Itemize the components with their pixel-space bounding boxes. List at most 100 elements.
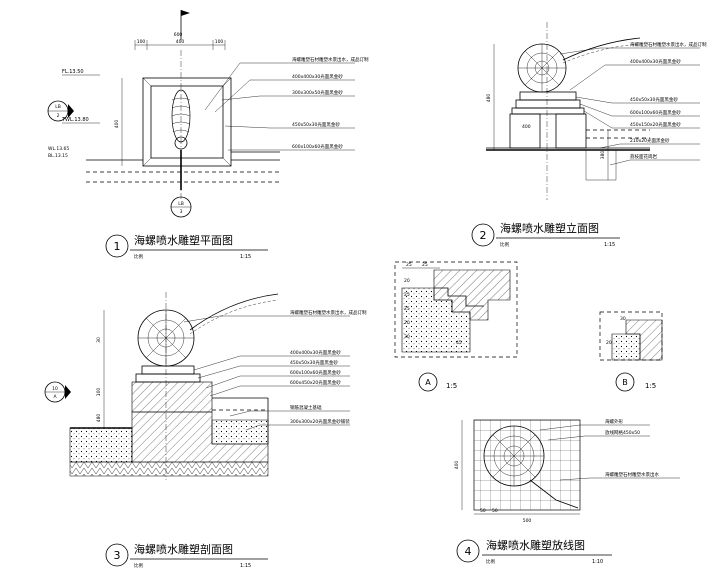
svg-text:海螺雕塑石材雕塑水景出水，成品订制: 海螺雕塑石材雕塑水景出水，成品订制 (630, 41, 707, 48)
svg-text:4: 4 (465, 545, 472, 558)
svg-text:钢筋混凝土基础: 钢筋混凝土基础 (290, 404, 322, 411)
svg-text:400x400x30光面黑金砂: 400x400x30光面黑金砂 (630, 58, 681, 65)
view-title-1: 1 海螺喷水雕塑平面图 比例 1:15 (105, 233, 268, 260)
svg-text:B: B (622, 378, 628, 387)
svg-text:450x50x30光面黑金砂: 450x50x30光面黑金砂 (292, 121, 340, 128)
svg-text:1:15: 1:15 (240, 254, 251, 260)
svg-text:2: 2 (480, 229, 487, 242)
svg-text:600x450x20光面黑金砂: 600x450x20光面黑金砂 (290, 379, 341, 386)
svg-text:25: 25 (422, 262, 428, 268)
shell-sculpture-elevation (517, 37, 641, 93)
svg-text:海螺喷水雕塑剖面图: 海螺喷水雕塑剖面图 (134, 542, 233, 556)
svg-text:25: 25 (404, 306, 410, 312)
svg-text:210x20光面黑金砂: 210x20光面黑金砂 (630, 137, 670, 144)
level-wl: WL.13.65 (48, 146, 69, 152)
level-bl: BL.13.15 (48, 153, 68, 159)
svg-text:1:10: 1:10 (592, 559, 603, 565)
shell-sculpture-section (137, 293, 279, 367)
svg-text:480: 480 (96, 414, 102, 423)
svg-text:荔枝面花岗岩: 荔枝面花岗岩 (630, 153, 657, 160)
svg-text:A: A (425, 378, 431, 387)
svg-text:10: 10 (52, 386, 58, 392)
svg-text:3: 3 (180, 209, 183, 215)
svg-text:1: 1 (114, 240, 121, 253)
svg-text:450x50x30光面黑金砂: 450x50x30光面黑金砂 (290, 359, 338, 366)
view-title-4: 4 海螺喷水雕塑放线图 比例 1:10 (456, 538, 612, 565)
elev-dim-3: 400 (522, 124, 531, 130)
svg-text:50: 50 (492, 508, 498, 514)
svg-text:30: 30 (96, 337, 102, 343)
elev-dim-2: 380 (600, 151, 606, 160)
section-notes: 海螺雕塑石材雕塑水景出水，成品订制 400x400x30光面黑金砂 450x50… (183, 309, 367, 431)
north-flag-icon (181, 10, 190, 16)
svg-text:600x100x60光面黑金砂: 600x100x60光面黑金砂 (290, 369, 341, 376)
elevation-notes: 海螺雕塑石材雕塑水景出水，成品订制 400x400x30光面黑金砂 450x50… (559, 41, 707, 166)
svg-text:海螺喷水雕塑平面图: 海螺喷水雕塑平面图 (134, 233, 233, 247)
svg-text:450x150x20光面黑金砂: 450x150x20光面黑金砂 (630, 121, 681, 128)
svg-text:600x100x60光面黑金砂: 600x100x60光面黑金砂 (292, 143, 343, 150)
elev-dim-1: 480 (486, 94, 492, 103)
svg-text:3: 3 (114, 549, 121, 562)
svg-text:20: 20 (404, 320, 410, 326)
plan-dim-left: 100 (137, 39, 146, 45)
svg-text:1:15: 1:15 (240, 563, 251, 569)
svg-text:1:5: 1:5 (446, 382, 457, 390)
svg-text:A: A (53, 394, 57, 400)
svg-text:海螺雕塑石材雕塑水景出水，成品订制: 海螺雕塑石材雕塑水景出水，成品订制 (292, 56, 369, 63)
svg-text:放线网格450x50: 放线网格450x50 (605, 429, 640, 436)
svg-text:海螺喷水雕塑立面图: 海螺喷水雕塑立面图 (500, 221, 599, 235)
svg-text:LB: LB (178, 201, 184, 207)
svg-text:400x400x30光面黑金砂: 400x400x30光面黑金砂 (290, 349, 341, 356)
svg-text:比例: 比例 (134, 562, 143, 569)
svg-text:比例: 比例 (486, 558, 495, 565)
svg-text:50: 50 (480, 508, 486, 514)
view-title-2: 2 海螺喷水雕塑立面图 比例 1:15 (471, 221, 620, 248)
plan-view: 600 100 400 100 400 FL.13.50 TWL.13.80 (47, 10, 369, 260)
shell-sculpture-layout (483, 425, 579, 509)
svg-text:1:5: 1:5 (645, 382, 656, 390)
svg-text:450x50x30光面黑金砂: 450x50x30光面黑金砂 (630, 96, 678, 103)
elevation-view: 480 380 400 海螺雕塑石材雕塑水景出水，成品订制 400x400x30… (471, 22, 707, 248)
detail-b: 30 20 B 1:5 (599, 311, 663, 392)
svg-text:比例: 比例 (134, 253, 143, 260)
section-marker-bottom: LB 3 (170, 196, 192, 218)
svg-text:600x100x60光面黑金砂: 600x100x60光面黑金砂 (630, 109, 681, 116)
plan-dim-total: 600 (174, 32, 183, 38)
view-title-3: 3 海螺喷水雕塑剖面图 比例 1:15 (105, 542, 268, 569)
svg-text:比例: 比例 (500, 241, 509, 248)
section-marker-left: LB 2 (47, 100, 74, 122)
section-view: 30 100 480 10 A 海螺雕塑石材雕塑水景出水，成品订制 400x40… (44, 292, 367, 569)
svg-text:20: 20 (404, 278, 410, 284)
svg-text:45: 45 (456, 340, 462, 346)
svg-text:海螺雕塑石材雕塑水景出水，成品订制: 海螺雕塑石材雕塑水景出水，成品订制 (290, 309, 367, 316)
detail-title-b: B 1:5 (615, 372, 656, 392)
plan-dim-mid: 400 (176, 39, 185, 45)
svg-text:400: 400 (454, 461, 460, 470)
plan-notes: 海螺雕塑石材雕塑水景出水，成品订制 400x400x30光面黑金砂 300x30… (204, 56, 369, 151)
svg-text:300x300x20光面黑金砂铺装: 300x300x20光面黑金砂铺装 (290, 418, 350, 425)
svg-text:海螺雕塑石材雕塑水景出水: 海螺雕塑石材雕塑水景出水 (605, 471, 659, 478)
svg-text:500: 500 (523, 518, 532, 524)
level-twl: TWL.13.80 (61, 117, 89, 123)
svg-text:100: 100 (96, 388, 102, 397)
section-marker-3: 10 A (44, 381, 71, 403)
svg-text:300x300x50光面黑金砂: 300x300x50光面黑金砂 (292, 89, 343, 96)
plan-dim-vert: 400 (114, 120, 120, 129)
detail-a: 25 25 20 25 25 20 30 45 A 1:5 (394, 261, 518, 392)
level-fl: FL.13.50 (62, 69, 84, 75)
svg-text:30: 30 (404, 334, 410, 340)
svg-text:30: 30 (620, 316, 626, 322)
plan-dim-right: 100 (215, 39, 224, 45)
svg-text:25: 25 (406, 262, 412, 268)
svg-text:20: 20 (606, 340, 612, 346)
svg-text:2: 2 (57, 113, 60, 119)
svg-text:400x400x30光面黑金砂: 400x400x30光面黑金砂 (292, 73, 343, 80)
svg-text:海螺外形: 海螺外形 (605, 418, 623, 425)
detail-title-a: A 1:5 (418, 372, 457, 392)
layout-view: 50 50 500 400 海螺外形 放线网格450x50 海螺雕塑石材雕塑水景… (454, 418, 680, 565)
svg-text:海螺喷水雕塑放线图: 海螺喷水雕塑放线图 (486, 538, 585, 552)
svg-text:25: 25 (404, 292, 410, 298)
svg-text:LB: LB (55, 104, 61, 110)
svg-text:1:15: 1:15 (604, 242, 615, 248)
